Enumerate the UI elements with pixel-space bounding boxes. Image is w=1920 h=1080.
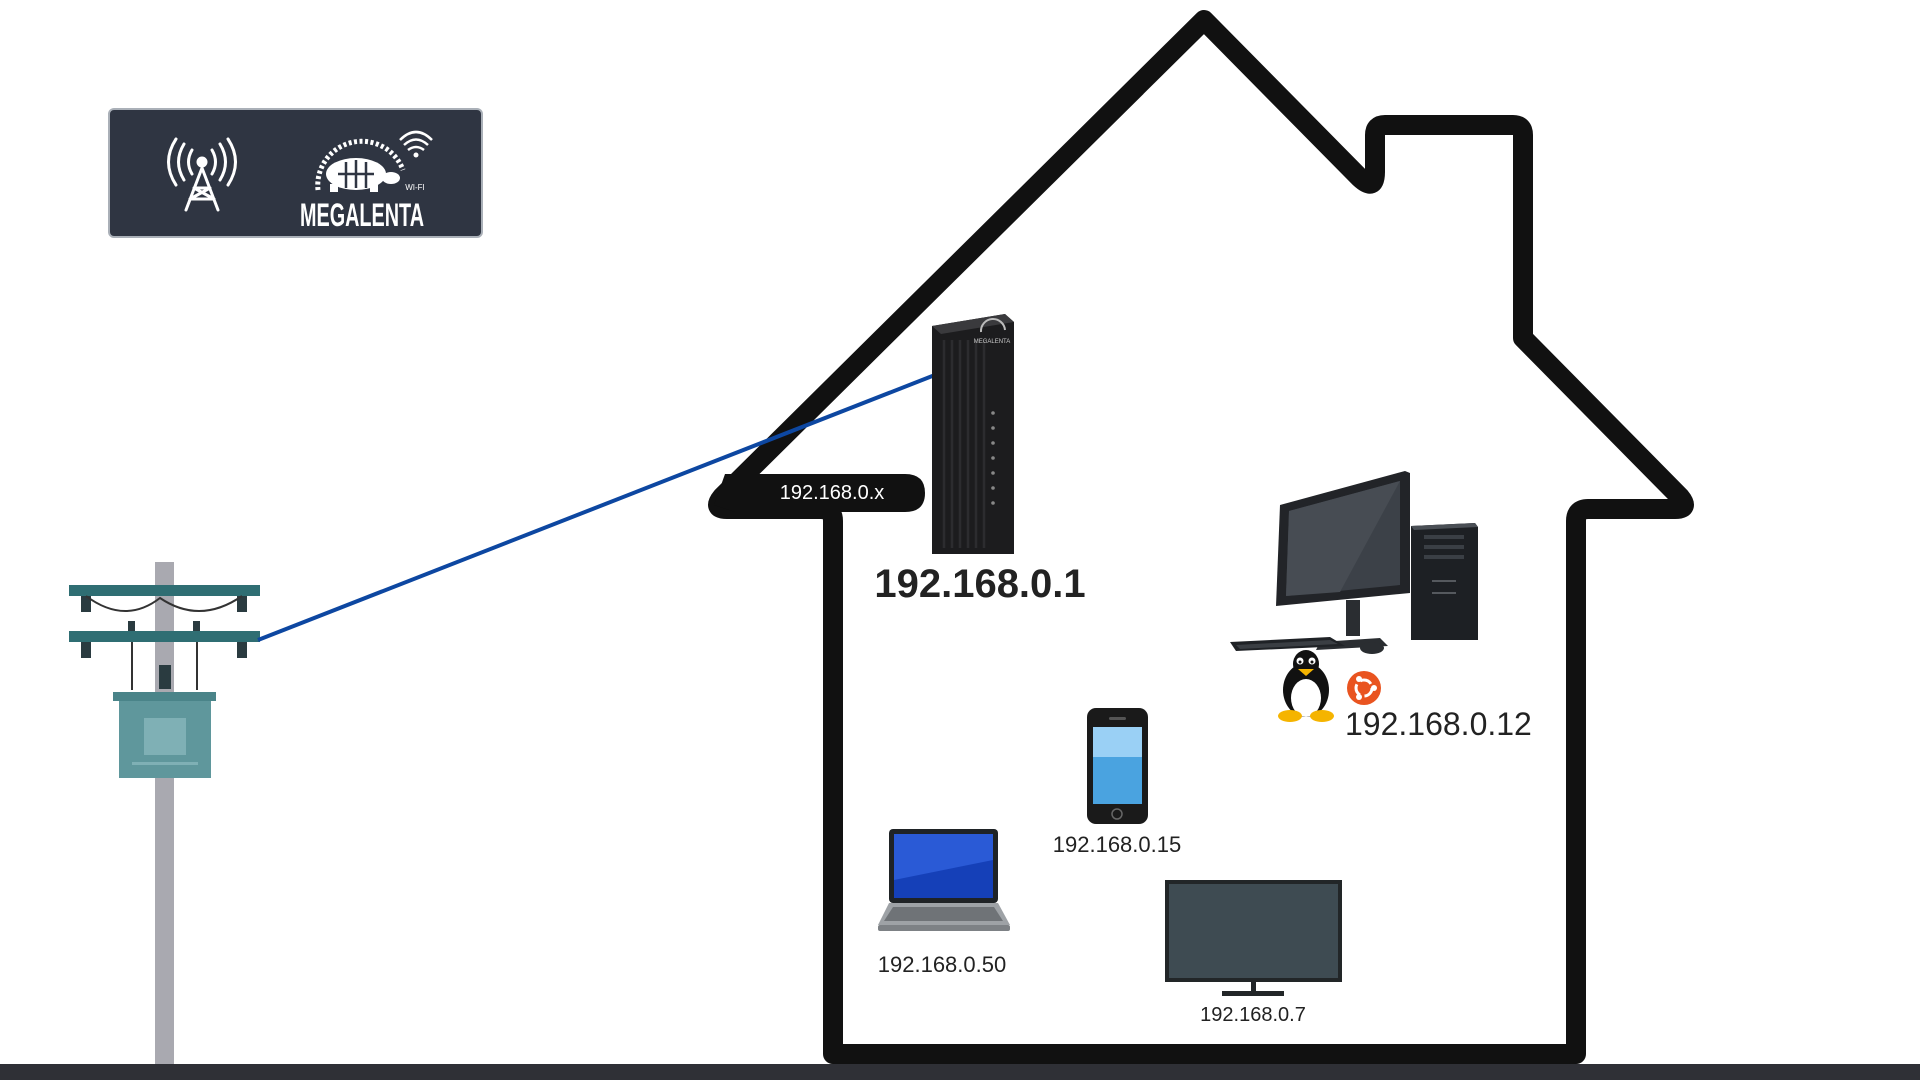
desktop-ip: 192.168.0.12 — [1345, 706, 1532, 742]
router-icon: MEGALENTA — [932, 314, 1014, 554]
router-ip: 192.168.0.1 — [874, 562, 1085, 606]
isp-name: MEGALENTA — [300, 197, 424, 233]
smartphone-icon — [1087, 708, 1148, 824]
television-icon — [1165, 880, 1342, 996]
laptop-icon — [878, 829, 1010, 931]
radio-tower-icon — [167, 137, 237, 212]
tortoise-wifi-logo — [315, 130, 433, 192]
laptop-ip: 192.168.0.50 — [878, 952, 1006, 977]
isp-wifi-label: WI-FI — [405, 183, 425, 192]
router-brand: MEGALENTA — [974, 339, 1011, 345]
ubuntu-icon — [1347, 671, 1381, 705]
wan-label: 192.168.0.x — [714, 474, 925, 512]
tv-ip: 192.168.0.7 — [1200, 1004, 1306, 1026]
ground-strip — [0, 1064, 1920, 1080]
linux-tux-icon — [1278, 650, 1334, 722]
isp-cable — [257, 371, 941, 642]
phone-ip: 192.168.0.15 — [1053, 832, 1181, 857]
utility-pole — [69, 562, 260, 1064]
isp-panel: WI-FI MEGALENTA — [108, 108, 483, 238]
wan-ip-text: 192.168.0.x — [780, 482, 885, 504]
desktop-computer-icon — [1230, 471, 1478, 654]
